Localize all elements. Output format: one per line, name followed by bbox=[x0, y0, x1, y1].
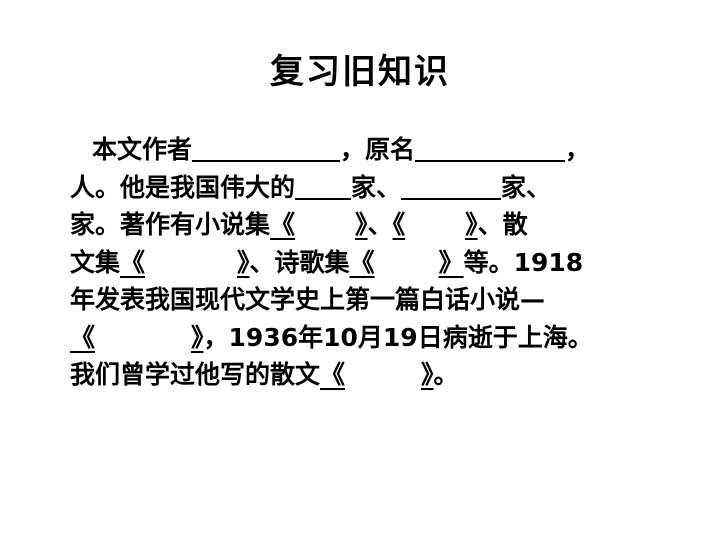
text-line-2: 人。他是我国伟大的 家、 家、 bbox=[70, 169, 700, 207]
blank-studied-essay[interactable]: 《》 bbox=[320, 360, 434, 389]
text-segment: 本文作者 bbox=[92, 135, 193, 164]
close-bracket: 》 bbox=[421, 360, 434, 389]
open-bracket: 《 bbox=[320, 360, 346, 389]
open-bracket: 《 bbox=[349, 247, 375, 277]
close-bracket: 》 bbox=[191, 322, 204, 352]
close-bracket: 》 bbox=[438, 247, 464, 277]
text-line-1: 本文作者 ，原名 ， bbox=[70, 131, 700, 169]
slide-title: 复习旧知识 bbox=[270, 52, 450, 92]
blank-first-vernacular-novel[interactable]: 《》 bbox=[70, 323, 204, 352]
text-segment: 我们曾学过他写的散文 bbox=[70, 360, 321, 389]
text-segment: 。 bbox=[433, 360, 459, 389]
text-segment: 、散 bbox=[477, 210, 528, 239]
blank-poetry-collection[interactable]: 《》 bbox=[350, 248, 464, 277]
text-segment: 文集 bbox=[70, 247, 121, 277]
text-line-6: 《》，1936年10月19日病逝于上海。 bbox=[70, 319, 700, 357]
text-segment: 家。著作有小说集 bbox=[70, 210, 271, 239]
text-segment: 年发表我国现代文学史上第一篇白话小说— bbox=[70, 285, 546, 314]
text-line-4: 文集《》、诗歌集《》等。1918 bbox=[70, 244, 700, 282]
close-bracket: 》 bbox=[237, 247, 250, 277]
open-bracket: 《 bbox=[70, 322, 96, 352]
open-bracket: 《 bbox=[270, 210, 296, 239]
blank-profession-2[interactable] bbox=[401, 172, 502, 200]
text-segment: ，原名 bbox=[340, 135, 416, 164]
text-segment: 家、 bbox=[351, 172, 402, 202]
text-segment: 家、 bbox=[501, 172, 552, 202]
blank-profession-1[interactable] bbox=[295, 172, 352, 200]
close-bracket: 》 bbox=[465, 210, 478, 239]
text-segment: 人。他是我国伟大的 bbox=[70, 172, 296, 202]
blank-essay-collection[interactable]: 《》 bbox=[120, 248, 250, 277]
blank-author[interactable] bbox=[192, 134, 341, 162]
text-segment: 、诗歌集 bbox=[249, 247, 350, 277]
text-line-7: 我们曾学过他写的散文《》。 bbox=[70, 356, 700, 394]
text-line-3: 家。著作有小说集《》、《》、散 bbox=[70, 206, 700, 244]
close-bracket: 》 bbox=[355, 210, 368, 239]
open-bracket: 《 bbox=[120, 247, 146, 277]
blank-novel-collection-1[interactable]: 《》 bbox=[270, 210, 368, 239]
blank-original-name[interactable] bbox=[415, 134, 566, 162]
open-bracket: 《 bbox=[392, 210, 406, 239]
text-segment: ，1936年10月19日病逝于上海。 bbox=[203, 322, 593, 352]
blank-novel-collection-2[interactable]: 《》 bbox=[393, 210, 478, 239]
fill-in-exercise: 本文作者，原名， 人。他是我国伟大的家、家、 家。著作有小说集《》、《》、散 文… bbox=[70, 131, 700, 394]
text-segment: 等。1918 bbox=[463, 247, 584, 277]
text-segment: 、 bbox=[367, 210, 393, 239]
text-segment: ， bbox=[565, 135, 591, 164]
text-line-5: 年发表我国现代文学史上第一篇白话小说— bbox=[70, 281, 700, 319]
